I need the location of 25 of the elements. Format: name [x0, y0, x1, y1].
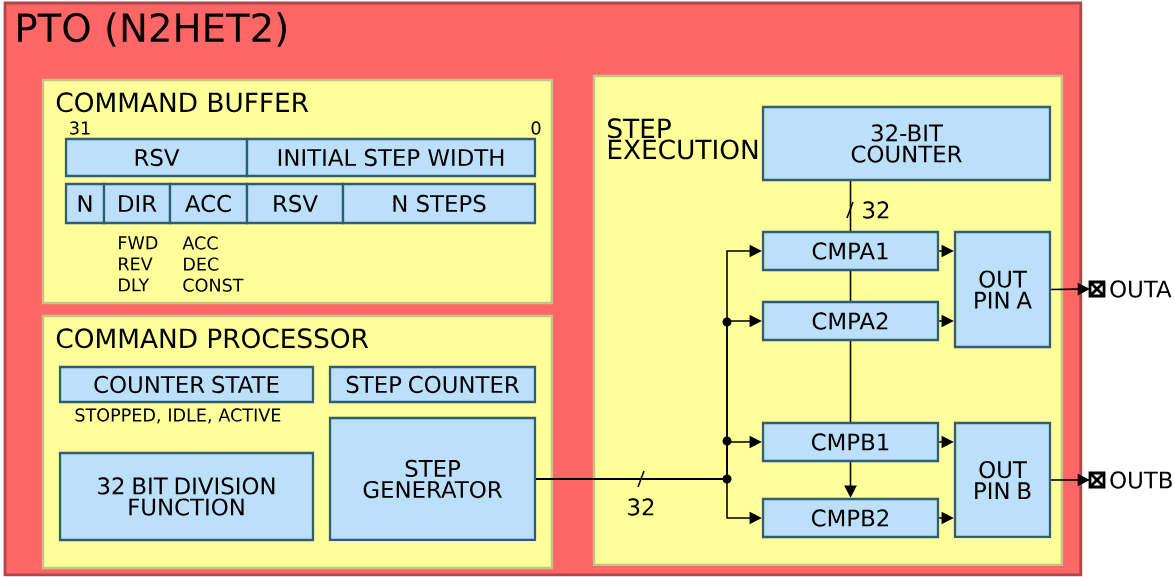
function-block: STEP COUNTER — [328, 365, 537, 404]
function-block: 32 BIT DIVISION FUNCTION — [58, 451, 315, 542]
function-block: OUT PIN B — [953, 421, 1052, 539]
register-field: INITIAL STEP WIDTH — [245, 137, 537, 178]
register-field: ACC — [168, 182, 249, 225]
register-field: RSV — [64, 137, 249, 178]
option-list: FWD REV DLY — [119, 236, 158, 292]
function-block: CMPB2 — [761, 497, 940, 539]
function-block: CMPA2 — [761, 300, 940, 342]
register-field: N STEPS — [341, 182, 537, 225]
function-block: OUT PIN A — [953, 230, 1052, 349]
function-block: STEP GENERATOR — [328, 416, 537, 542]
function-block: COUNTER STATE — [58, 365, 315, 404]
function-block: CMPA1 — [761, 230, 940, 272]
register-field: DIR — [102, 182, 172, 225]
function-block: 32-BIT COUNTER — [761, 105, 1052, 182]
pin-label: OUTA — [1110, 280, 1172, 298]
function-block: CMPB1 — [761, 421, 940, 463]
bit-number: 0 — [531, 121, 541, 135]
register-field: N — [64, 182, 106, 225]
pin-label: OUTB — [1110, 471, 1172, 489]
option-list: STOPPED, IDLE, ACTIVE — [75, 408, 281, 424]
option-list: ACC DEC CONST — [182, 236, 244, 292]
bit-number: 31 — [70, 121, 90, 135]
register-field: RSV — [245, 182, 345, 225]
